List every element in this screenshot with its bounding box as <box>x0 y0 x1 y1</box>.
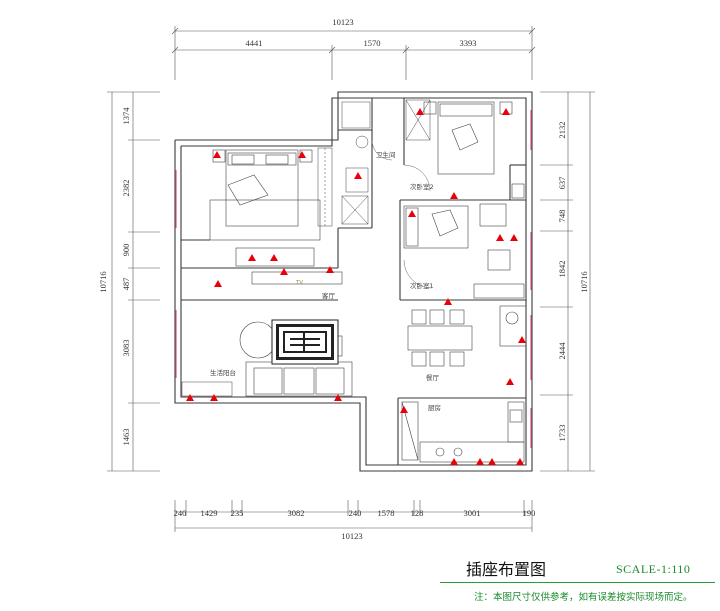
socket-icon <box>214 280 222 287</box>
socket-icon <box>248 254 256 261</box>
dining-label: 餐厅 <box>426 373 440 382</box>
bottom-dimension-9: 190 <box>523 508 536 518</box>
left-dimension-lines <box>107 91 160 472</box>
plan-title: 插座布置图 <box>466 560 547 579</box>
socket-icon <box>298 151 306 158</box>
socket-icon <box>326 266 334 273</box>
socket-icon <box>502 108 510 115</box>
windows <box>175 110 532 448</box>
kitchen-label: 厨房 <box>428 403 441 412</box>
socket-markers <box>186 108 526 465</box>
socket-icon <box>354 172 362 179</box>
wardrobe-master <box>317 147 333 227</box>
top-dimension-2: 1570 <box>364 38 381 48</box>
bedroom2-label: 次卧室2 <box>410 182 434 191</box>
dining-furniture <box>407 305 527 367</box>
top-dimension-1: 4441 <box>246 38 263 48</box>
bottom-dimension-2: 1429 <box>201 508 218 518</box>
bathroom-fixtures <box>341 99 431 225</box>
bottom-dimension-4: 3082 <box>288 508 305 518</box>
title-underline <box>440 582 715 583</box>
kitchen-fixtures <box>401 401 525 463</box>
right-dimension-3: 748 <box>557 210 567 223</box>
socket-icon <box>506 378 514 385</box>
socket-icon <box>334 394 342 401</box>
top-dimension-3: 3393 <box>460 38 477 48</box>
door-swings <box>371 139 433 289</box>
socket-icon <box>210 394 218 401</box>
right-dimension-lines <box>540 91 595 472</box>
tv-label: TV <box>295 280 303 286</box>
socket-icon <box>510 234 518 241</box>
right-dimension-5: 2444 <box>557 342 567 360</box>
bottom-dimension-7: 128 <box>411 508 424 518</box>
left-dimension-4: 487 <box>121 278 131 291</box>
right-dimension-2: 637 <box>557 177 567 190</box>
bedroom1-furniture <box>403 203 525 299</box>
bottom-total-dimension: 10123 <box>341 531 362 541</box>
socket-icon <box>444 298 452 305</box>
socket-icon <box>213 151 221 158</box>
balcony-cabinet <box>181 381 233 397</box>
bottom-dimension-6: 1578 <box>378 508 395 518</box>
socket-icon <box>400 406 408 413</box>
socket-icon <box>476 458 484 465</box>
balcony-label: 生活阳台 <box>210 368 236 377</box>
left-dimension-1: 1374 <box>121 107 131 125</box>
living-room-label: 客厅 <box>322 291 336 300</box>
socket-icon <box>270 254 278 261</box>
socket-icon <box>450 192 458 199</box>
right-dimension-1: 2132 <box>557 122 567 139</box>
right-total-dimension: 10716 <box>579 271 589 292</box>
right-dimension-4: 1842 <box>557 261 567 278</box>
socket-icon <box>186 394 194 401</box>
socket-icon <box>416 108 424 115</box>
bedroom2-furniture <box>423 101 525 199</box>
socket-icon <box>518 336 526 343</box>
top-total-dimension: 10123 <box>332 17 353 27</box>
master-bed <box>209 149 321 267</box>
socket-icon <box>280 268 288 275</box>
bottom-dimension-8: 3001 <box>464 508 481 518</box>
scale-label: SCALE-1:110 <box>616 562 691 576</box>
disclaimer-note: 注：本图尺寸仅供参考，如有误差按实际现场而定。 <box>474 592 693 603</box>
socket-icon <box>496 234 504 241</box>
left-dimension-2: 2382 <box>121 180 131 197</box>
socket-icon <box>408 210 416 217</box>
socket-icon <box>516 458 524 465</box>
left-total-dimension: 10716 <box>98 271 108 292</box>
area-rug <box>271 319 339 365</box>
bedroom1-label: 次卧室1 <box>410 281 434 290</box>
walls <box>174 91 533 472</box>
bottom-dimension-lines <box>174 500 533 532</box>
bottom-dimension-1: 240 <box>174 508 187 518</box>
bottom-dimension-3: 235 <box>231 508 244 518</box>
left-dimension-3: 900 <box>121 244 131 257</box>
socket-icon <box>488 458 496 465</box>
right-dimension-6: 1733 <box>557 425 567 442</box>
bathroom-label: 卫生间 <box>376 150 396 159</box>
living-room-furniture <box>239 271 353 397</box>
left-dimension-5: 3083 <box>121 340 131 357</box>
socket-icon <box>450 458 458 465</box>
top-dimension-lines <box>171 26 536 80</box>
left-dimension-6: 1463 <box>121 429 131 446</box>
bottom-dimension-5: 240 <box>349 508 362 518</box>
